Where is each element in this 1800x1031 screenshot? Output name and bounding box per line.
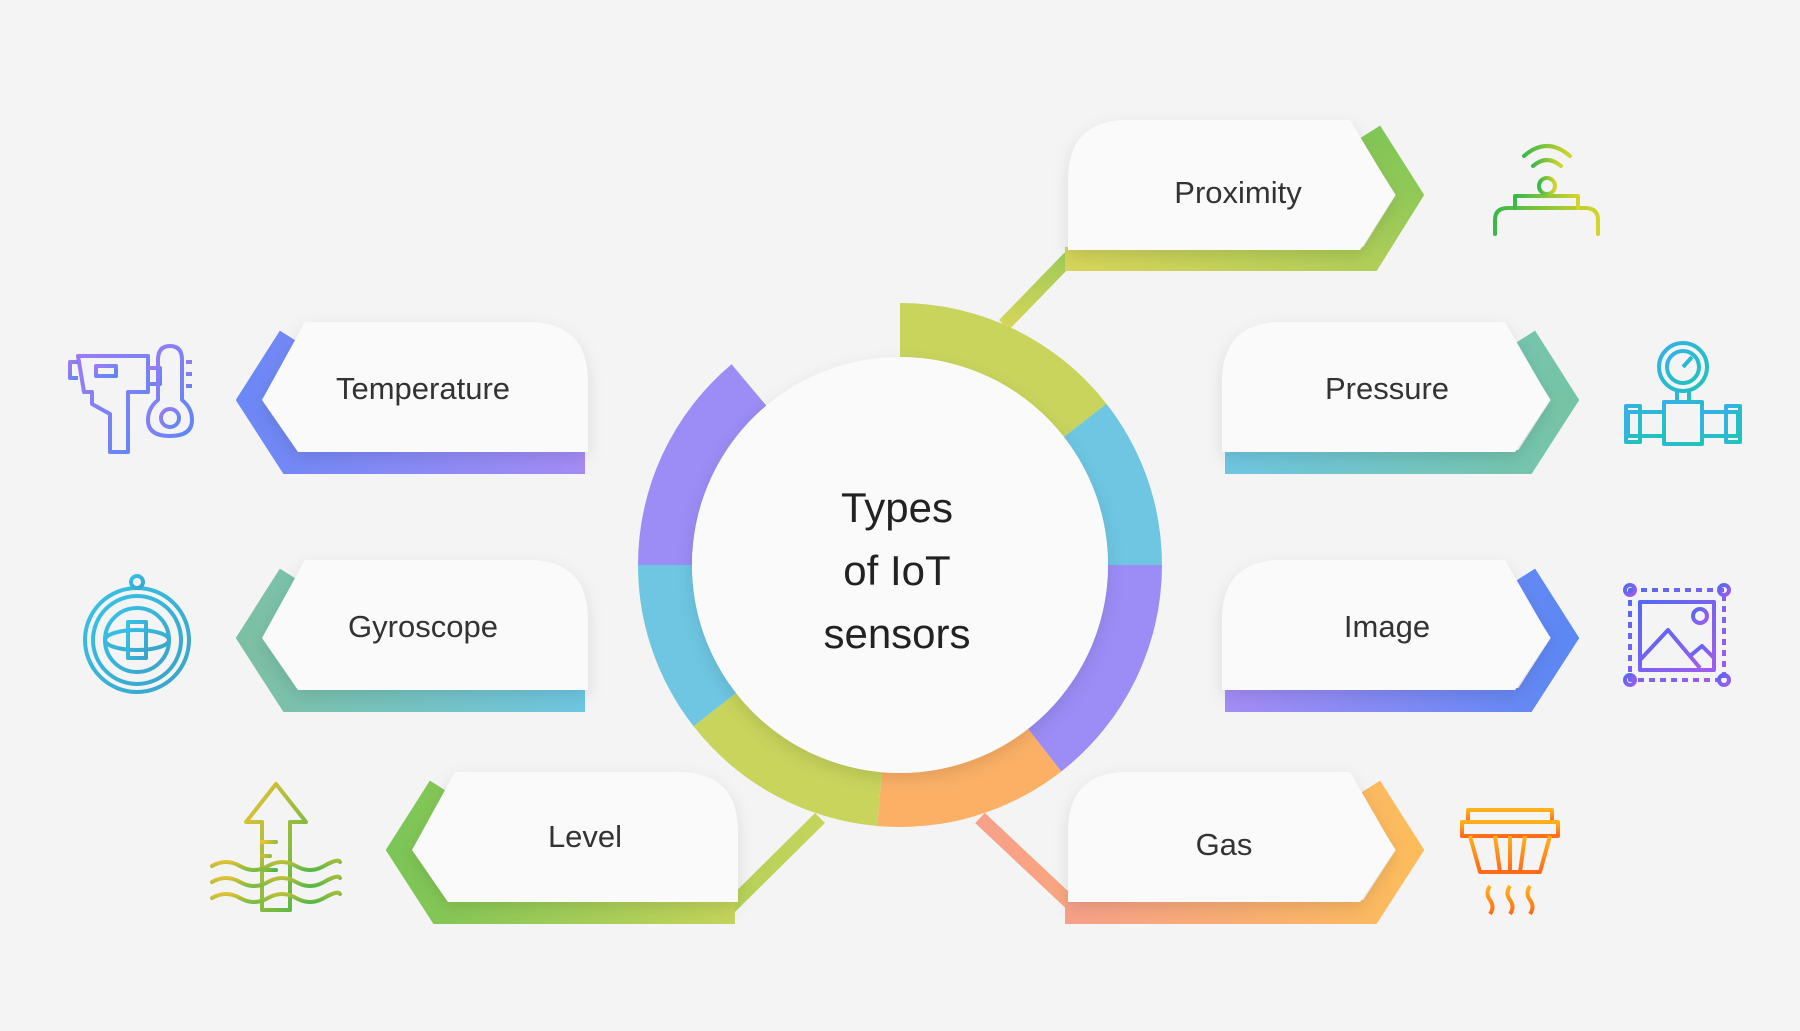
ring-segment-gyroscope bbox=[638, 565, 737, 727]
card-pressure bbox=[1222, 322, 1550, 452]
center-disc bbox=[692, 357, 1108, 773]
label-cards bbox=[262, 120, 1550, 902]
title-line-2: of IoT bbox=[843, 547, 950, 594]
ring-segment-image bbox=[1028, 565, 1162, 772]
proximity-sensor-icon bbox=[1468, 144, 1630, 236]
ring-segment-level bbox=[693, 693, 882, 827]
label-proximity: Proximity bbox=[1174, 175, 1302, 210]
frame-gas bbox=[1065, 780, 1425, 924]
label-pressure: Pressure bbox=[1325, 371, 1449, 406]
label-image: Image bbox=[1344, 609, 1430, 644]
ring-segment-temperature bbox=[638, 364, 767, 565]
smoke-detector-icon bbox=[1460, 808, 1560, 916]
card-gyroscope bbox=[262, 560, 588, 690]
label-level: Level bbox=[548, 819, 622, 854]
image-frame-icon bbox=[1623, 583, 1731, 687]
water-level-icon bbox=[210, 782, 342, 912]
card-proximity bbox=[1068, 120, 1395, 250]
title-line-1: Types bbox=[841, 484, 953, 531]
card-frames bbox=[235, 125, 1580, 924]
card-image bbox=[1222, 560, 1550, 690]
card-level bbox=[412, 772, 738, 902]
pressure-gauge-icon bbox=[1624, 341, 1742, 446]
thermometer-gun-icon bbox=[68, 344, 194, 454]
ring-segment-gas bbox=[877, 728, 1062, 827]
frame-proximity bbox=[1065, 125, 1425, 271]
label-gas: Gas bbox=[1196, 827, 1253, 862]
ring-segment-proximity bbox=[900, 303, 1107, 437]
label-temperature: Temperature bbox=[336, 371, 510, 406]
title-line-3: sensors bbox=[823, 610, 970, 657]
card-temperature bbox=[262, 322, 588, 452]
label-gyroscope: Gyroscope bbox=[348, 609, 498, 644]
frame-temperature bbox=[235, 330, 585, 474]
frame-image bbox=[1225, 568, 1580, 712]
gyroscope-icon bbox=[83, 574, 191, 694]
card-gas bbox=[1068, 772, 1395, 902]
frame-level bbox=[385, 780, 735, 924]
frame-pressure bbox=[1225, 330, 1580, 474]
ring-segment-pressure bbox=[1063, 403, 1162, 565]
frame-gyroscope bbox=[235, 568, 585, 712]
center-ring bbox=[638, 303, 1162, 827]
